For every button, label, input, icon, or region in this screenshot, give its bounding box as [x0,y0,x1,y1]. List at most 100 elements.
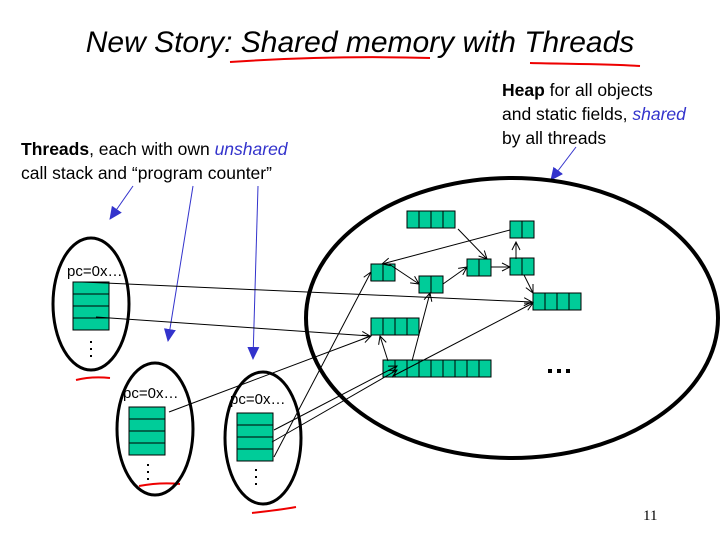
stack-frame [236,412,274,426]
reference-arrow [388,263,419,284]
heap-object [370,263,396,282]
object-field [418,210,432,229]
threads-caption-text: call stack and “program counter” [21,163,272,183]
stack-frame [72,281,110,295]
object-field [509,257,523,276]
object-field [568,292,582,311]
heap-ellipse [304,176,720,460]
reference-arrow [523,274,533,293]
underline-thread-3 [251,506,297,514]
thread-1-ellipse [51,236,131,372]
heap-caption-text: for all objects [544,80,653,100]
stack-frame [128,442,166,456]
thread-2-more-frames [147,464,149,480]
pointer-arrow-thread-1 [109,185,134,220]
references [81,228,533,458]
heap-label: Heap [502,80,545,100]
title-part: New Story: [85,26,241,59]
thread-3-ellipse [223,370,303,506]
heap-caption-text: and static fields, [502,104,633,124]
heap-object [509,257,535,276]
object-field [406,317,420,336]
reference-arrow [168,336,371,413]
pointer-arrow-thread-2 [163,185,194,342]
heap-caption-text: by all threads [502,128,607,148]
thread-1-pc-label: pc=0x… [67,263,123,280]
slide-title: New Story: Shared memory with Threads [0,26,720,60]
stack-frame [72,317,110,331]
heap-object [406,210,456,229]
object-field [430,210,444,229]
heap-object [382,359,492,378]
thread-3-stack [236,412,274,462]
reference-arrow [411,293,430,362]
object-field [466,359,480,378]
stack-frame [128,406,166,420]
pointer-arrow-heap [550,146,577,181]
object-field [478,359,492,378]
reference-arrow [382,229,511,264]
thread-3-more-frames [255,469,257,485]
reference-arrow [95,316,370,336]
pointer-arrow-thread-3 [247,185,260,360]
heap-object [370,317,420,336]
reference-arrow [81,281,532,302]
heap-object [532,292,582,311]
title-threads: Threads [524,26,635,59]
thread-2-ellipse [115,361,195,497]
object-field [466,258,480,277]
thread-2-stack [128,406,166,456]
heap-object [466,258,492,277]
stack-frame [236,424,274,438]
object-field [532,292,546,311]
object-field [370,317,384,336]
object-field [521,220,535,239]
heap-object [418,275,444,294]
title-part: with [454,26,525,59]
thread-2-pc-label: pc=0x… [123,385,179,402]
object-field [442,210,456,229]
stack-frame [236,436,274,450]
threads-caption: Threads, each with own unshared call sta… [21,137,288,185]
object-field [478,258,492,277]
object-field [442,359,456,378]
page-number: 11 [643,508,658,524]
object-field [544,292,558,311]
object-field [556,292,570,311]
threads-unshared-emphasis: unshared [214,139,288,159]
object-field [509,220,523,239]
underline-threads [529,62,641,67]
object-field [430,359,444,378]
thread-3-pc-label: pc=0x… [230,391,286,408]
stack-frame [72,305,110,319]
stack-frame [72,293,110,307]
object-field [370,263,384,282]
object-field [454,359,468,378]
reference-arrow [392,303,533,377]
reference-arrow [380,336,389,362]
threads-label: Threads [21,139,90,159]
object-field [418,275,432,294]
reference-arrow [457,228,487,259]
stack-frame [128,418,166,432]
reference-arrow [273,366,397,431]
underline-shared-memory [229,56,431,63]
threads-caption-text: , each with own [89,139,215,159]
object-field [521,257,535,276]
reference-arrow [273,272,371,458]
thread-1-more-frames [90,341,92,357]
object-field [430,275,444,294]
reference-arrow [442,267,467,285]
object-field [394,317,408,336]
stack-frame [128,430,166,444]
heap-shared-emphasis: shared [632,104,686,124]
thread-1-stack [72,281,110,331]
reference-arrow [271,370,397,443]
object-field [382,317,396,336]
stack-frame [236,448,274,462]
object-field [418,359,432,378]
heap-objects [370,210,582,378]
heap-caption: Heap for all objects and static fields, … [502,78,686,150]
